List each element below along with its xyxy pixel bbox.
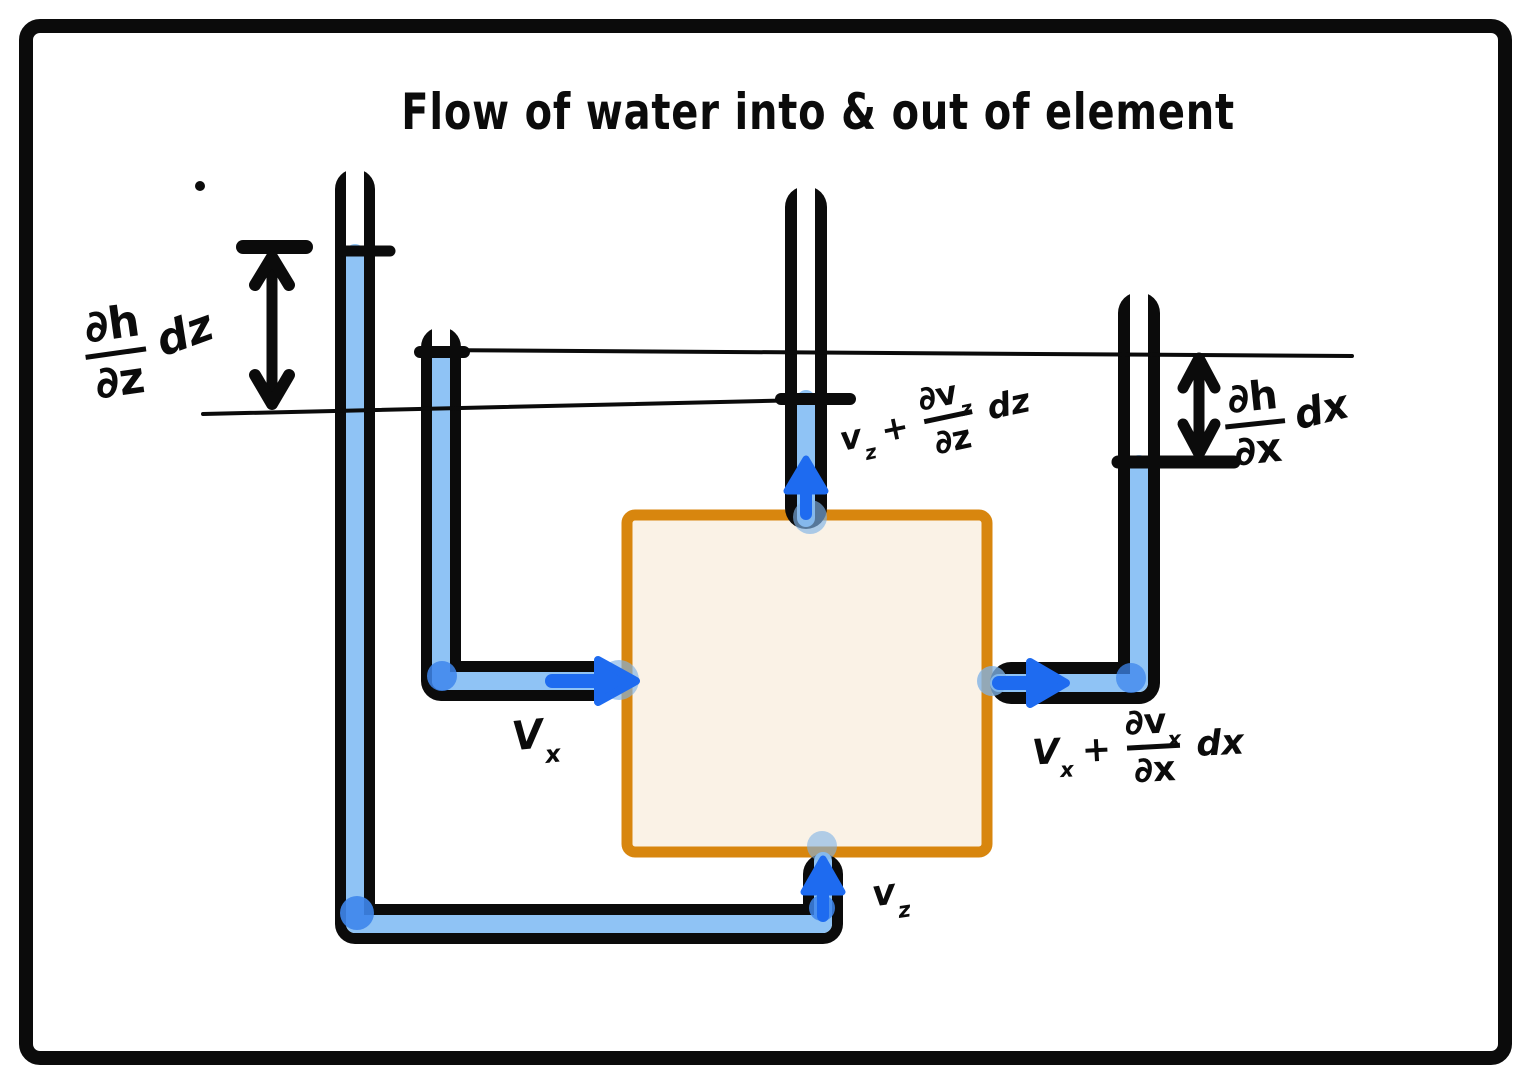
label-outflow-x: Vx + ∂vx ∂x dx <box>1031 701 1245 792</box>
plus-operator: + <box>877 406 913 450</box>
fraction-dvz-dz: ∂vz ∂z <box>909 372 987 462</box>
datum-lines <box>201 348 1354 416</box>
tube-x-outlet <box>990 271 1160 704</box>
flow-arrow-x-out <box>992 658 1070 708</box>
flow-arrow-z-in <box>800 855 846 922</box>
velocity-term: vz <box>836 416 879 465</box>
flow-arrow-z-out <box>783 455 829 520</box>
datum-line-lower <box>201 397 851 416</box>
flow-arrow-x-in <box>545 656 640 706</box>
label-head-gradient-z: ∂h ∂z dz <box>76 289 222 410</box>
fraction-dh-dx: ∂h ∂x <box>1219 372 1291 476</box>
label-inflow-x: Vx <box>509 711 563 770</box>
label-inflow-z: vz <box>869 871 913 924</box>
pen-dot <box>195 181 205 191</box>
tube-x-inlet <box>421 306 628 701</box>
datum-line-upper <box>422 348 1354 358</box>
diagram-title: Flow of water into & out of element <box>401 83 1235 141</box>
head-drop-arrow-z <box>236 240 313 410</box>
label-head-gradient-x: ∂h ∂x dx <box>1219 368 1354 476</box>
head-drop-arrow-x <box>1177 352 1221 460</box>
velocity-term: Vx <box>1031 731 1075 782</box>
fraction-dvx-dx: ∂vx ∂x <box>1123 701 1183 792</box>
plus-operator: + <box>1080 728 1113 771</box>
soil-element-box <box>621 509 993 858</box>
outer-border <box>19 19 1512 1065</box>
fraction-dh-dz: ∂h ∂z <box>76 295 157 410</box>
meniscus-bars <box>337 245 1241 469</box>
